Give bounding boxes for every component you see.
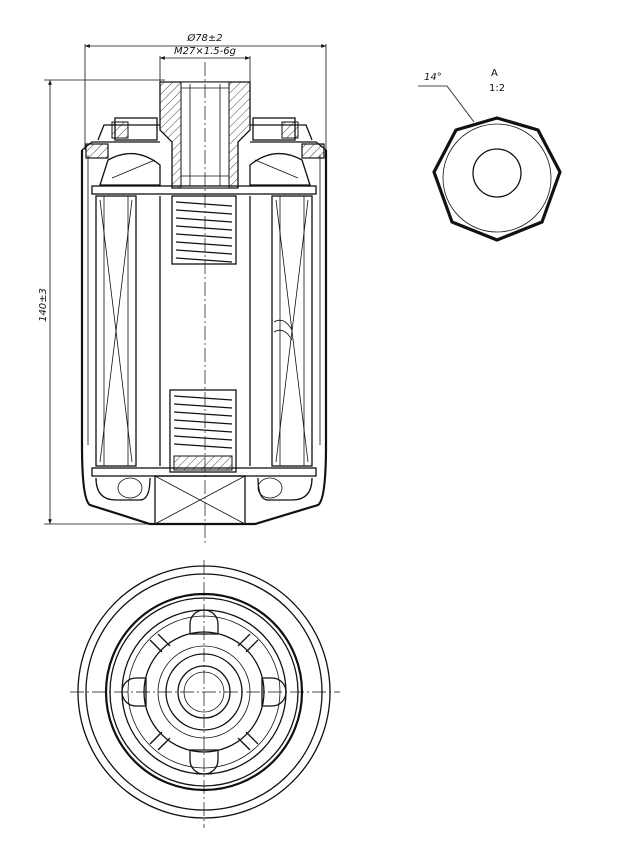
bottom-view (70, 560, 340, 828)
detail-hex-outline (432, 116, 562, 242)
top-spring (171, 195, 237, 265)
detail-angle-label: 14° (424, 72, 442, 83)
dimension-thread: M27×1.5-6g (159, 46, 251, 82)
dimension-height: 140±3 (38, 79, 165, 525)
filter-media-right (271, 195, 313, 467)
bottom-spring (169, 389, 237, 473)
dimension-diameter: Ø78±2 (84, 32, 327, 150)
section-view (80, 62, 328, 545)
filter-media-left (95, 195, 137, 467)
detail-scale-label: 1:2 (489, 83, 505, 94)
thread-label: M27×1.5-6g (174, 46, 236, 57)
diameter-label: Ø78±2 (186, 32, 222, 44)
detail-view-a: A 1:2 14° (418, 68, 562, 242)
height-label: 140±3 (38, 288, 49, 322)
radial-slots (121, 609, 287, 775)
detail-view-label: A (491, 68, 498, 79)
